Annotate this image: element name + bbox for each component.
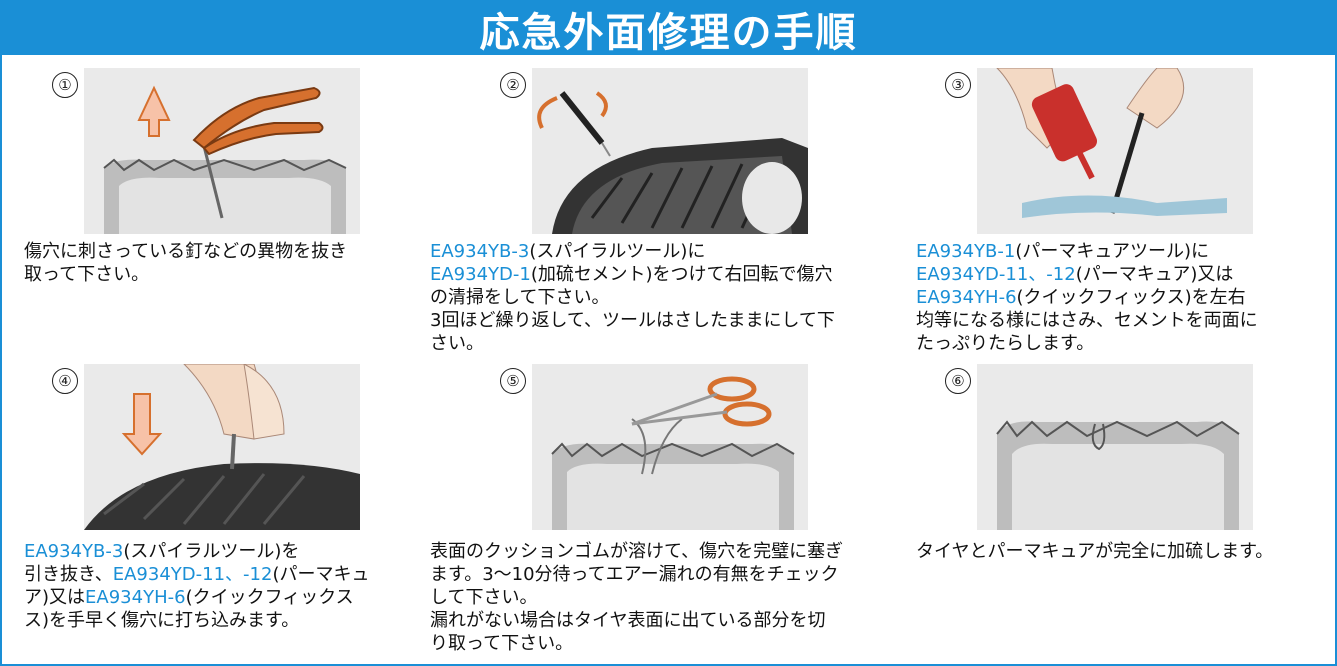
step-number: ⑥ bbox=[945, 368, 971, 394]
completed-repair-illustration bbox=[977, 364, 1253, 530]
step-description: EA934YB-3(スパイラルツール)を 引き抜き、EA934YD-11、-12… bbox=[24, 541, 370, 631]
step-number: ① bbox=[52, 72, 78, 98]
pliers-removing-nail-illustration bbox=[84, 68, 360, 234]
product-code: EA934YD-11、-12 bbox=[112, 564, 273, 585]
step-description: 傷穴に刺さっている釘などの異物を抜き 取って下さい。 bbox=[24, 241, 348, 285]
step-number: ② bbox=[500, 72, 526, 98]
product-code: EA934YH-6 bbox=[85, 587, 186, 608]
pushing-tool-into-tire-illustration bbox=[84, 364, 360, 530]
product-code: EA934YD-1 bbox=[430, 264, 531, 285]
spiral-tool-in-tire-illustration bbox=[532, 68, 808, 234]
product-code: EA934YB-3 bbox=[430, 241, 530, 262]
page-title: 応急外面修理の手順 bbox=[479, 9, 858, 56]
step-number: ③ bbox=[945, 72, 971, 98]
step-description: 表面のクッションゴムが溶けて、傷穴を完璧に塞ぎ ます。3～10分待ってエアー漏れ… bbox=[430, 541, 844, 654]
title-bar: 応急外面修理の手順 bbox=[2, 2, 1335, 56]
product-code: EA934YB-1 bbox=[916, 241, 1016, 262]
product-code: EA934YB-3 bbox=[24, 541, 124, 562]
step-description: EA934YB-1(パーマキュアツール)に EA934YD-11、-12(パーマ… bbox=[916, 241, 1258, 354]
step-description: EA934YB-3(スパイラルツール)に EA934YD-1(加硫セメント)をつ… bbox=[430, 241, 835, 354]
step-description: タイヤとパーマキュアが完全に加硫します。 bbox=[916, 541, 1274, 562]
applying-cement-to-plug-illustration bbox=[977, 68, 1253, 234]
product-code: EA934YD-11、-12 bbox=[916, 264, 1076, 285]
step-number: ④ bbox=[52, 368, 78, 394]
scissors-cutting-plug-illustration bbox=[532, 364, 808, 530]
step-number: ⑤ bbox=[500, 368, 526, 394]
product-code: EA934YH-6 bbox=[916, 287, 1017, 308]
